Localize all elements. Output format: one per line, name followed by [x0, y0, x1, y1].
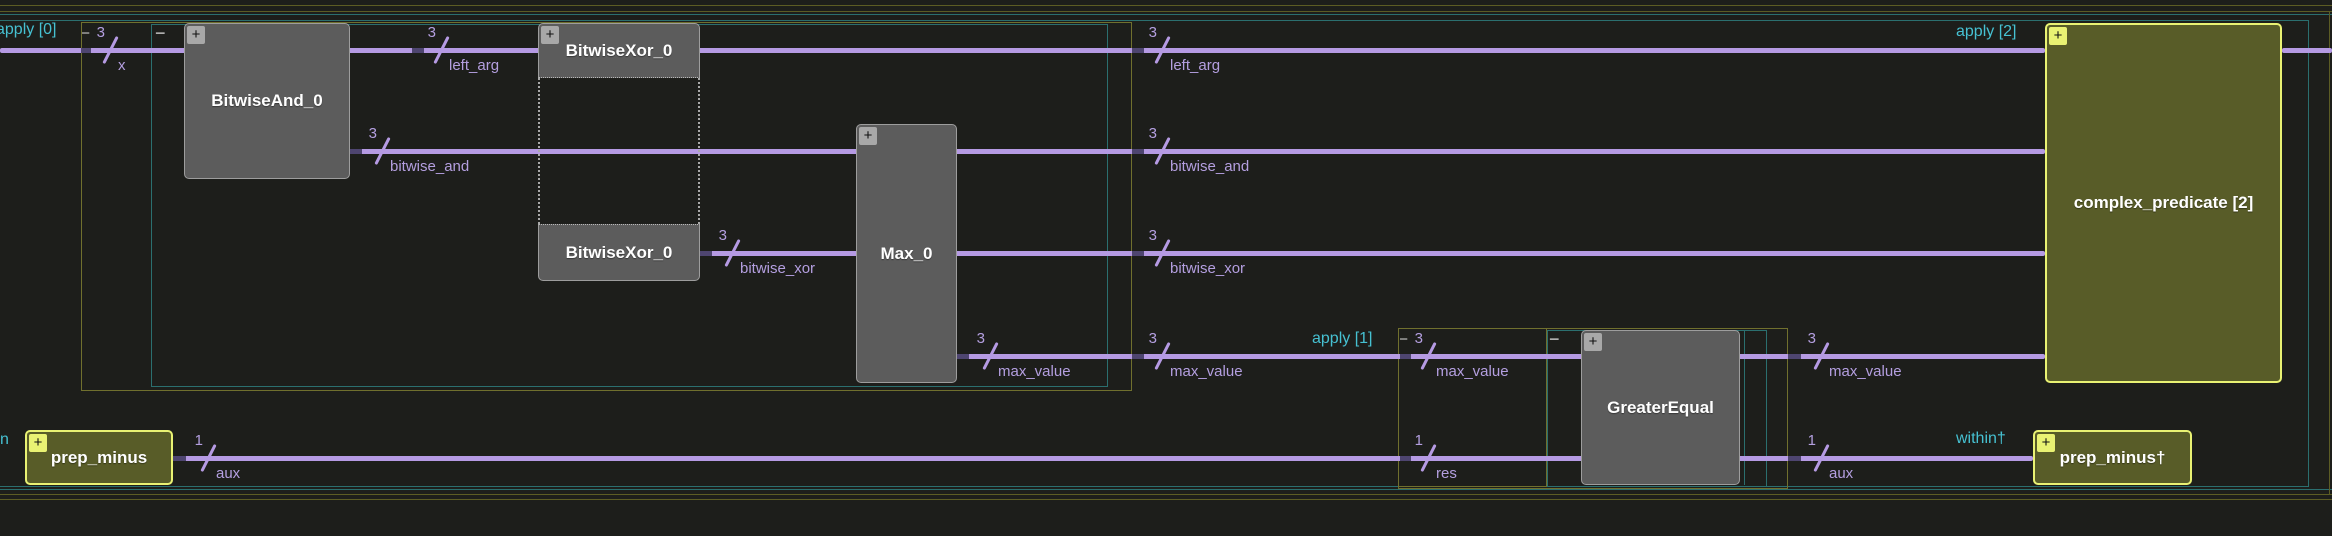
expand-icon[interactable]: +	[187, 26, 205, 44]
frame-line-bottom-teal	[0, 489, 2332, 490]
port-name-label: max_value	[998, 363, 1071, 380]
bus-width-label: 3	[368, 125, 377, 142]
bitwise-xor-dotted-body	[538, 78, 700, 224]
wire-bitwise-xor	[700, 251, 2045, 256]
bus-width-label: 3	[1148, 24, 1157, 41]
port-name-label: bitwise_xor	[1170, 260, 1246, 277]
port-name-label: x	[118, 57, 126, 74]
block-bitwise-xor[interactable]: + BitwiseXor_0 BitwiseXor_0	[538, 23, 700, 281]
stub-bitwise-xor-out	[1132, 251, 1144, 256]
bus-width-label: 3	[427, 24, 436, 41]
block-label: BitwiseXor_0	[565, 242, 673, 262]
expand-icon[interactable]: +	[2037, 434, 2055, 452]
port-name-label: left_arg	[1170, 57, 1221, 74]
block-complex-predicate[interactable]: + complex_predicate [2]	[2045, 23, 2282, 383]
port-name-label: aux	[216, 465, 241, 482]
expand-icon[interactable]: +	[1584, 333, 1602, 351]
stub-x	[81, 48, 91, 53]
collapse-icon-apply1[interactable]: −	[1549, 329, 1560, 349]
wire-max-value	[957, 354, 2045, 359]
bitwise-xor-bottom-cap[interactable]: BitwiseXor_0	[538, 224, 700, 281]
bus-width-label: 3	[718, 227, 727, 244]
bus-width-label: 1	[194, 432, 203, 449]
apply0-cluster-box	[81, 22, 1132, 391]
block-bitwise-and[interactable]: + BitwiseAnd_0	[184, 23, 350, 179]
frame-line-top-inner	[0, 11, 2332, 12]
cluster-label-apply0: apply [0]	[0, 21, 57, 38]
within-cluster-box	[0, 20, 2309, 487]
apply1-port-box	[1398, 328, 1547, 487]
stub-left-arg	[412, 48, 424, 53]
bus-width-label: 1	[1807, 432, 1816, 449]
bus-width-label: 3	[96, 24, 105, 41]
block-label: Max_0	[880, 243, 933, 263]
wire-predicate-out	[2282, 48, 2332, 53]
block-label: GreaterEqual	[1607, 397, 1714, 417]
block-max[interactable]: + Max_0	[856, 124, 957, 383]
stub-bitwise-and-out	[1132, 149, 1144, 154]
cluster-label-apply1: apply [1]	[1312, 330, 1373, 347]
port-name-label: max_value	[1170, 363, 1243, 380]
bus-width-label: 3	[976, 330, 985, 347]
stub-max-value-right	[1788, 354, 1801, 359]
stub-aux-right	[1788, 456, 1801, 461]
port-name-label: max_value	[1829, 363, 1902, 380]
port-name-label: bitwise_and	[1170, 158, 1250, 175]
stub-bitwise-xor	[700, 251, 712, 256]
stub-max-value-out	[1132, 354, 1144, 359]
block-label: complex_predicate [2]	[2073, 193, 2254, 212]
bus-width-label: 3	[1807, 330, 1816, 347]
port-name-label: res	[1436, 465, 1457, 482]
port-name-label: bitwise_xor	[740, 260, 816, 277]
wire-aux	[173, 456, 2033, 461]
frame-edge-right-olive	[2329, 11, 2330, 495]
block-label: prep_minus	[50, 447, 148, 467]
frame-line-top-outer	[0, 5, 2332, 6]
stub-aux	[173, 456, 186, 461]
port-name-label: left_arg	[449, 57, 500, 74]
cluster-label-fragment: n	[0, 431, 9, 448]
cluster-label-within: within†	[1956, 430, 2006, 447]
bus-width-label: 3	[1148, 125, 1157, 142]
cluster-label-apply2: apply [2]	[1956, 23, 2017, 40]
signed-prefix: −	[1399, 331, 1408, 348]
frame-line-top-teal	[0, 14, 2332, 15]
bus-width-label: 1	[1414, 432, 1423, 449]
expand-icon[interactable]: +	[2049, 27, 2067, 45]
wire-bitwise-and	[350, 149, 2045, 154]
block-label: BitwiseXor_0	[565, 40, 673, 60]
expand-icon[interactable]: +	[29, 434, 47, 452]
bus-width-label: 3	[1414, 330, 1423, 347]
stub-bitwise-and	[350, 149, 362, 154]
signed-prefix: −	[81, 25, 90, 42]
collapse-icon-apply0[interactable]: −	[155, 23, 166, 43]
block-label: BitwiseAnd_0	[211, 91, 323, 110]
port-name-label: aux	[1829, 465, 1854, 482]
stub-res	[1400, 456, 1411, 461]
stub-max-value-in	[1400, 354, 1411, 359]
expand-icon[interactable]: +	[859, 127, 877, 145]
block-prep-minus-dagger[interactable]: + prep_minus†	[2033, 430, 2192, 485]
frame-line-bottom-outer	[0, 499, 2332, 500]
block-greater-equal[interactable]: + GreaterEqual	[1581, 330, 1740, 485]
bitwise-xor-top-cap[interactable]: + BitwiseXor_0	[538, 23, 700, 78]
frame-line-bottom-inner	[0, 494, 2332, 495]
wire-left-arg	[0, 48, 2045, 53]
bus-width-label: 3	[1148, 227, 1157, 244]
port-name-label: max_value	[1436, 363, 1509, 380]
apply1-inner-edge	[1744, 330, 1745, 485]
stub-max-value	[957, 354, 969, 359]
block-prep-minus[interactable]: + prep_minus	[25, 430, 173, 485]
stub-left-arg-out	[1132, 48, 1144, 53]
port-name-label: bitwise_and	[390, 158, 470, 175]
expand-icon[interactable]: +	[541, 26, 559, 44]
block-label: prep_minus†	[2059, 447, 2166, 467]
bus-width-label: 3	[1148, 330, 1157, 347]
